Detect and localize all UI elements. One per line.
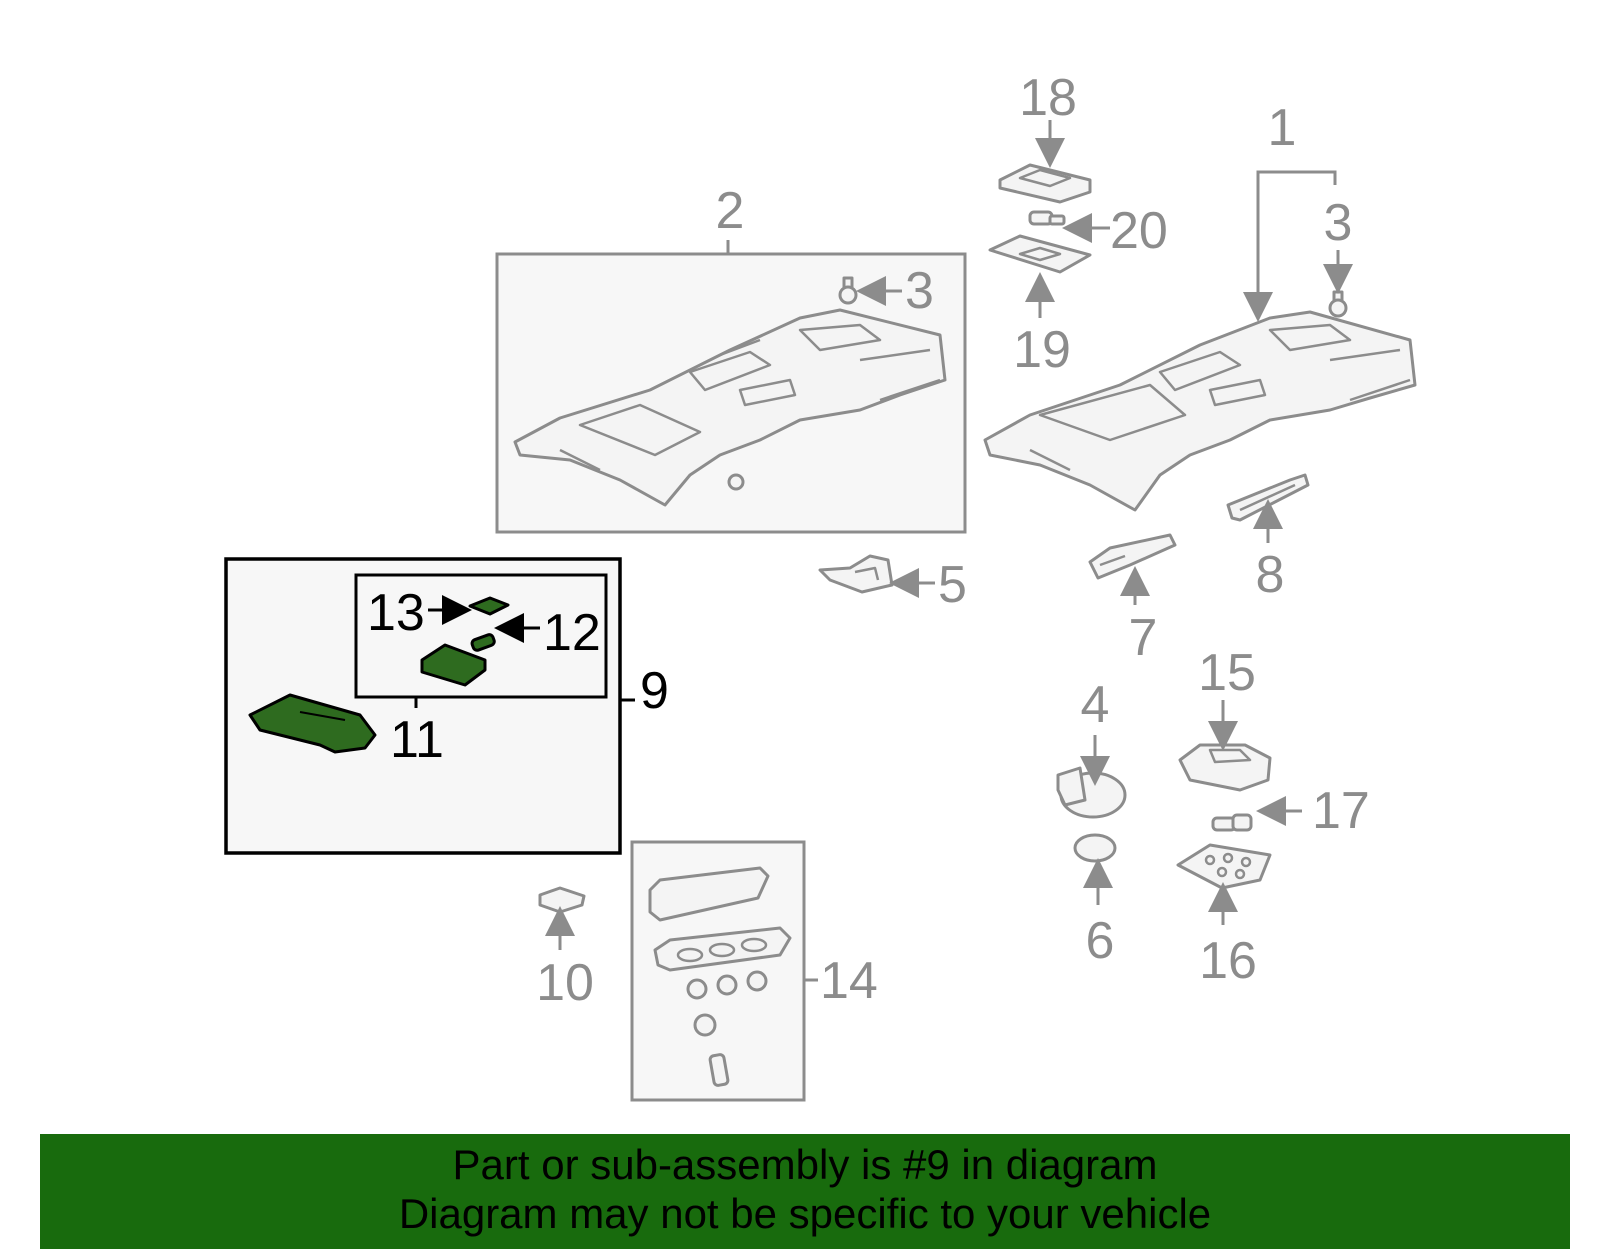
callout-15: 15 (1198, 644, 1256, 702)
cap-part-6 (1073, 833, 1117, 863)
headliner-part-1 (983, 310, 1417, 512)
map-light-part-18 (998, 163, 1092, 204)
callout-9: 9 (640, 662, 669, 720)
grab-handle-part-7 (1088, 533, 1177, 580)
lens-part-16 (1176, 843, 1272, 890)
callout-8: 8 (1256, 546, 1285, 604)
callout-18: 18 (1019, 69, 1077, 127)
callout-1: 1 (1268, 99, 1297, 157)
headliner-part-2 (513, 308, 947, 507)
callout-7: 7 (1129, 609, 1158, 667)
console-part-14 (648, 866, 792, 1087)
bracket-part-5 (818, 554, 894, 594)
callout-5: 5 (938, 556, 967, 614)
callout-19: 19 (1013, 321, 1071, 379)
bracket-part-4 (1056, 766, 1127, 819)
callout-14: 14 (820, 952, 878, 1010)
callout-16: 16 (1199, 932, 1257, 990)
sun-visor-part-11[interactable] (248, 693, 377, 754)
callout-20: 20 (1110, 202, 1168, 260)
info-banner: Part or sub-assembly is #9 in diagram Di… (40, 1134, 1570, 1249)
callout-10: 10 (536, 954, 594, 1012)
trim-part-8 (1226, 473, 1310, 522)
callout-6: 6 (1086, 912, 1115, 970)
callout-4: 4 (1081, 676, 1110, 734)
callout-2: 2 (716, 182, 745, 240)
lens-part-13[interactable] (468, 596, 510, 616)
bulb-part-17 (1211, 813, 1253, 832)
bulb-part-12[interactable] (470, 633, 496, 652)
callout-13: 13 (367, 584, 425, 642)
callout-17: 17 (1312, 782, 1370, 840)
clip-part-10 (538, 886, 586, 914)
banner-line-1: Part or sub-assembly is #9 in diagram (452, 1141, 1158, 1188)
callout-12: 12 (543, 604, 601, 662)
lamp-housing-part-11[interactable] (420, 643, 487, 687)
callout-3a: 3 (905, 262, 934, 320)
callout-3b: 3 (1324, 194, 1353, 252)
banner-line-2: Diagram may not be specific to your vehi… (398, 1190, 1212, 1237)
callout-11: 11 (390, 711, 444, 769)
bolt-part-3b (1328, 290, 1348, 318)
lamp-part-15 (1178, 743, 1272, 792)
bulb-part-20 (1028, 210, 1066, 226)
lens-part-19 (988, 234, 1092, 274)
